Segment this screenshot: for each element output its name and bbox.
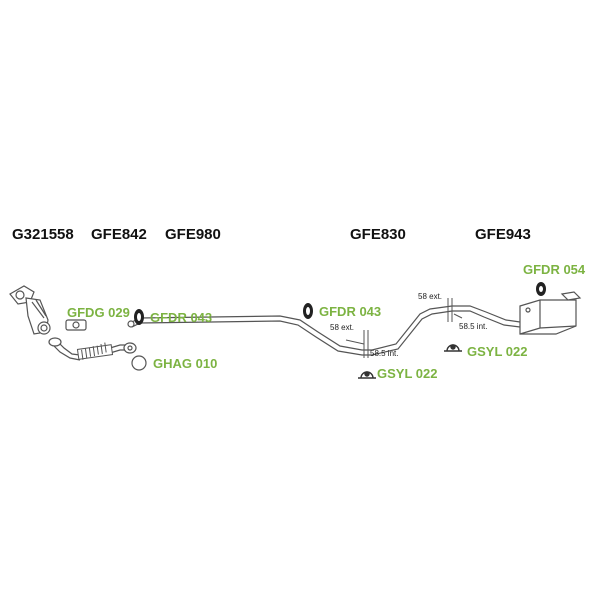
- main-part-label: GFE943: [475, 226, 531, 243]
- rubber-hanger-icon: [134, 309, 144, 325]
- joint-sleeve-front: [345, 330, 369, 358]
- accessory-part-label: GFDR 054: [523, 262, 586, 277]
- accessory-part-label: GHAG 010: [153, 356, 218, 371]
- accessory-part-label: GFDR 043: [319, 304, 382, 319]
- main-part-label: GFE830: [350, 226, 406, 243]
- main-part-label: GFE842: [91, 226, 147, 243]
- clamp-icon: [444, 344, 462, 352]
- main-part-label: G321558: [12, 226, 74, 243]
- joint-sleeve-rear: [447, 298, 463, 322]
- accessory-part-label: GFDG 029: [67, 305, 130, 320]
- gasket-ring-icon: [131, 355, 147, 371]
- flange-plate: [123, 342, 137, 354]
- dimension-label: 58 ext.: [330, 323, 355, 332]
- main-part-label: GFE980: [165, 226, 221, 243]
- dimension-label: 58.5 int.: [459, 322, 488, 331]
- dimension-label: 58 ext.: [418, 292, 443, 301]
- dimension-label: 58.5 int.: [370, 349, 399, 358]
- gasket-ring-icon: [65, 319, 87, 331]
- catalytic-converter-icon: [9, 285, 51, 335]
- clamp-icon: [358, 371, 376, 379]
- rear-silencer-icon: [519, 291, 582, 335]
- accessory-part-label: GSYL 022: [377, 366, 438, 381]
- flex-pipe-icon: [76, 342, 114, 360]
- middle-pipe: [127, 315, 372, 356]
- accessory-part-label: GSYL 022: [467, 344, 528, 359]
- rubber-hanger-icon: [536, 282, 546, 296]
- accessory-part-label: GFDR 043: [150, 310, 213, 325]
- rubber-hanger-icon: [303, 303, 313, 319]
